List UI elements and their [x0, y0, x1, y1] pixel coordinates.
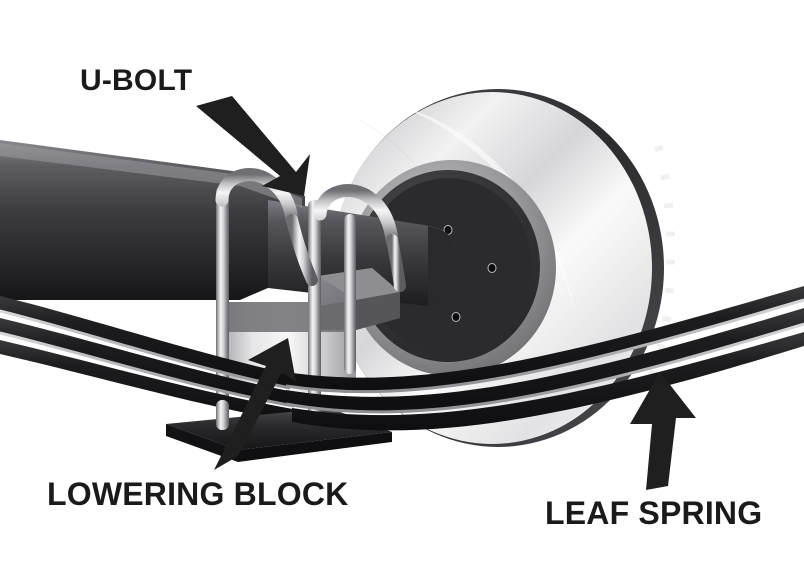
arrow-u-bolt-shape	[196, 96, 310, 196]
arrow-lowering-block-shape	[214, 338, 296, 470]
leaf-blade-edge	[285, 322, 804, 414]
lowering-block-top-face	[318, 268, 400, 300]
lowering-block-side-face	[356, 292, 400, 330]
leaf-spring-right	[285, 286, 804, 431]
arrow-leaf-spring-shape	[630, 372, 696, 490]
axle-highlight	[0, 143, 302, 208]
bottom-plate-front	[238, 432, 392, 462]
leaf-blade	[0, 296, 290, 388]
label-u-bolt: U-BOLT	[80, 64, 193, 97]
arrow-lowering-block	[214, 338, 296, 470]
leaf-blade	[0, 318, 294, 406]
leaf-blade-edge	[0, 309, 291, 390]
bottom-plate-edge	[166, 424, 238, 462]
label-lowering-block: LOWERING BLOCK	[47, 476, 349, 512]
u-bolt-leg-right	[308, 200, 321, 424]
u-bolt-leg-stub	[216, 400, 229, 430]
leaf-blade	[292, 332, 804, 431]
hub-bolt-holes	[443, 225, 497, 322]
arrow-leaf-spring	[630, 372, 696, 490]
u-bolt-leg-inner	[344, 214, 356, 374]
hub-bolt-hole	[451, 312, 461, 322]
hub-bolt-hole	[487, 263, 497, 273]
u-bolt-bend-front	[215, 168, 299, 227]
label-leaf-spring: LEAF SPRING	[545, 495, 763, 531]
leaf-blade	[286, 286, 804, 392]
u-bolt-curve-left	[286, 214, 318, 286]
leaf-blade-edge	[285, 298, 804, 394]
u-bolt-bend-rear	[313, 184, 399, 247]
leaf-blade	[286, 308, 804, 413]
axle-stub-end	[428, 226, 456, 306]
arrow-u-bolt	[196, 96, 310, 196]
u-bolt-curve-right	[386, 234, 406, 292]
